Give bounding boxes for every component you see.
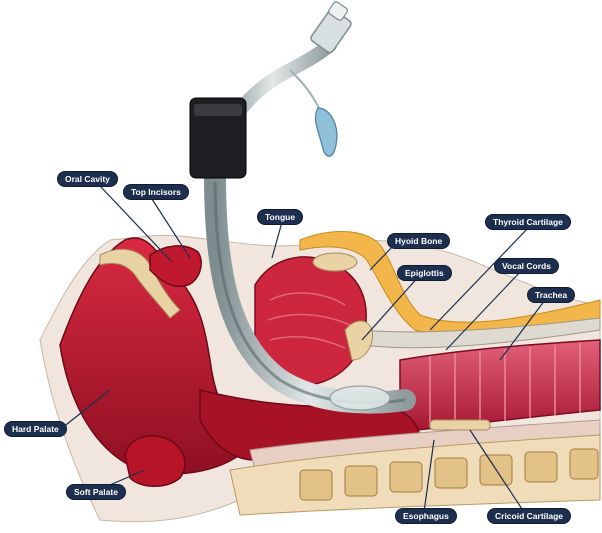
cricoid-cartilage-shape <box>430 420 490 430</box>
label-soft-palate: Soft Palate <box>67 485 125 499</box>
label-hyoid-bone: Hyoid Bone <box>388 234 449 248</box>
label-esophagus: Esophagus <box>396 509 456 523</box>
label-epiglottis: Epiglottis <box>398 266 451 280</box>
label-cricoid-cartilage: Cricoid Cartilage <box>488 509 570 523</box>
label-hard-palate: Hard Palate <box>5 422 66 436</box>
label-vocal-cords: Vocal Cords <box>495 259 558 273</box>
tube-connector <box>309 1 352 54</box>
label-thyroid-cartilage: Thyroid Cartilage <box>486 215 570 229</box>
pilot-balloon <box>315 108 336 156</box>
bite-block-highlight <box>194 104 242 116</box>
label-tongue: Tongue <box>258 210 302 224</box>
pilot-balloon-line <box>290 70 320 110</box>
label-trachea: Trachea <box>528 288 574 302</box>
tube-cuff <box>330 386 390 410</box>
label-oral-cavity: Oral Cavity <box>58 172 117 186</box>
label-top-incisors: Top Incisors <box>124 185 188 199</box>
hyoid-bone-shape <box>313 253 357 271</box>
